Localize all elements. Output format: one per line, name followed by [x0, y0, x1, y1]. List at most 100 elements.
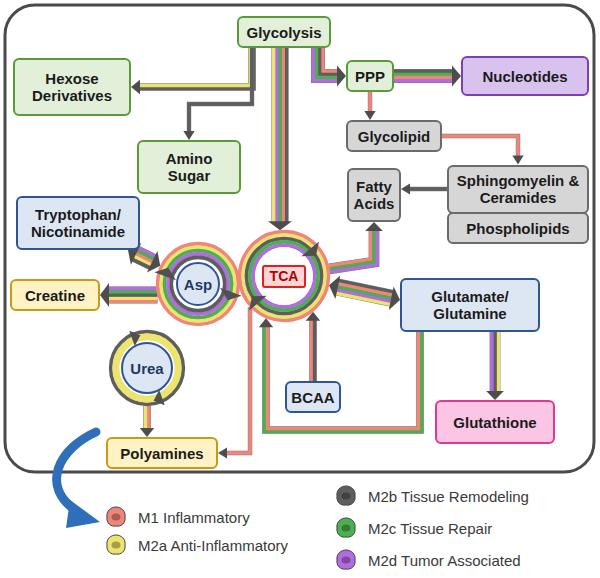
ring-band: [111, 332, 184, 405]
connector-stripe: [442, 136, 518, 157]
connector-stripe: [368, 92, 372, 112]
cycle-node: TCA: [238, 230, 330, 322]
cell-nucleus: [112, 542, 121, 549]
connector-outline: [330, 230, 375, 269]
connector-outline: [368, 92, 372, 112]
arrowhead: [512, 156, 523, 165]
arrowhead: [100, 283, 109, 307]
connector: [259, 318, 422, 431]
connector: [329, 222, 383, 272]
connector: [401, 183, 447, 194]
ring-band: [240, 232, 329, 321]
connector-stripe: [147, 406, 151, 429]
ring-band: [243, 235, 325, 317]
connector-outline: [143, 406, 151, 429]
connector-outline: [108, 286, 158, 303]
connector: [394, 66, 461, 87]
arrowhead: [329, 275, 340, 299]
connector-stripe: [394, 79, 453, 83]
arrowhead: [268, 221, 292, 230]
connector-outline: [442, 136, 518, 157]
legend-swatch: [104, 505, 128, 529]
arrowhead: [452, 66, 461, 87]
connector: [329, 275, 400, 310]
arrowhead: [365, 222, 383, 231]
node-label: Creatine: [25, 287, 85, 304]
pointer-arrow: [57, 432, 96, 512]
connector: [486, 332, 504, 400]
connector-stripe: [275, 48, 279, 222]
connector-stripe: [108, 287, 158, 291]
metabolite-box: Glutathione: [435, 400, 555, 444]
connector: [364, 92, 375, 120]
connector-stripe: [409, 187, 447, 191]
cell-nucleus: [112, 514, 121, 521]
node-label: Urea: [130, 360, 163, 377]
arrowhead: [401, 183, 410, 194]
cell-nucleus: [342, 493, 351, 500]
arrowhead: [183, 131, 194, 140]
connector-stripe: [313, 320, 317, 381]
connector: [131, 48, 254, 94]
legend-swatch: [334, 484, 358, 508]
cell-nucleus: [342, 525, 351, 532]
metabolite-box: BCAA: [285, 381, 341, 413]
connector-stripe: [323, 48, 338, 71]
connector-stripe: [281, 48, 285, 222]
metabolite-box: Amino Sugar: [137, 140, 241, 194]
ring-band: [168, 254, 228, 314]
node-label: Glycolipid: [358, 128, 431, 145]
legend-swatch: [104, 533, 128, 557]
metabolite-box: Glutamate/ Glutamine: [400, 278, 540, 332]
connector-outline: [318, 48, 338, 76]
metabolite-box: Tryptophan/ Nicotinamide: [16, 196, 140, 250]
connector-stripe: [285, 48, 289, 222]
metabolite-box: Nucleotides: [461, 56, 589, 96]
legend-label: M2b Tissue Remodeling: [368, 488, 529, 505]
node-label: Glycolysis: [246, 24, 321, 41]
cycle-core: [122, 343, 172, 393]
ring-band: [118, 339, 177, 398]
node-label: TCA: [262, 265, 307, 288]
arrowhead: [131, 80, 140, 94]
arrowhead: [364, 111, 375, 120]
connector-stripe: [394, 76, 453, 80]
arrowhead: [147, 251, 160, 273]
connector-stripe: [139, 48, 250, 85]
cell-body: [337, 550, 355, 569]
connector-stripe: [490, 332, 494, 392]
cycle-arrowhead: [154, 268, 176, 280]
legend-label: M1 Inflammatory: [138, 509, 250, 526]
cycle-node: Asp: [156, 242, 240, 326]
connector-stripe: [139, 48, 254, 89]
legend-label: M2c Tissue Repair: [368, 520, 492, 537]
connector-stripe: [268, 326, 419, 428]
node-label: Phospholipids: [466, 220, 569, 237]
node-label: Glutamate/ Glutamine: [408, 288, 532, 322]
connector: [306, 312, 320, 381]
connector-stripe: [330, 230, 375, 269]
cycle-arrowhead: [220, 288, 242, 300]
legend-label: M2a Anti-Inflammatory: [138, 537, 288, 554]
metabolite-box: Polyamines: [106, 437, 218, 469]
connector: [183, 48, 252, 140]
ring-band: [158, 244, 239, 325]
cycle-node: Urea: [109, 330, 185, 406]
connector-stripe: [394, 69, 453, 73]
connector-stripe: [394, 73, 453, 77]
connector-stripe: [108, 300, 158, 304]
pointer-arrow-head: [66, 500, 100, 528]
ring-band: [114, 335, 180, 401]
connector-stripe: [336, 293, 391, 304]
ring-band: [250, 242, 318, 310]
connector-stripe: [226, 307, 250, 453]
connector-stripe: [313, 48, 338, 81]
connector-outline: [226, 307, 250, 453]
node-label: BCAA: [291, 389, 334, 406]
metabolite-box: Creatine: [10, 279, 100, 311]
connector-stripe: [108, 293, 158, 297]
node-label: Sphingomyelin & Ceramides: [455, 172, 581, 206]
node-label: Asp: [184, 276, 212, 293]
connector-stripe: [108, 296, 158, 300]
outer-frame: [5, 5, 594, 472]
